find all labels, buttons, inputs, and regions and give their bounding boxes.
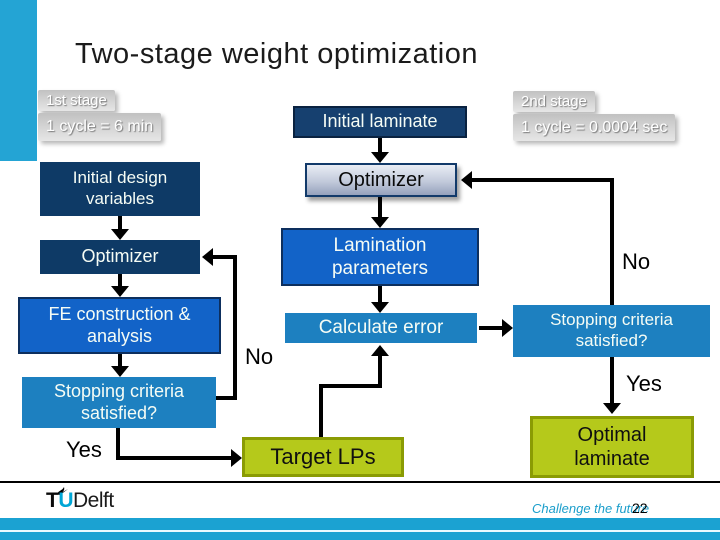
arrow-fe-stopping-head bbox=[111, 366, 129, 377]
optimizer-left-box: Optimizer bbox=[40, 240, 200, 274]
stopping-criteria-right-box: Stopping criteria satisfied? bbox=[513, 305, 710, 357]
initial-design-variables-box: Initial design variables bbox=[40, 162, 200, 216]
left-accent-bar bbox=[0, 0, 37, 161]
optimizer-center-box: Optimizer bbox=[305, 163, 457, 197]
left-no-loop-bottom-line bbox=[216, 396, 237, 400]
left-yes-horizontal-line bbox=[116, 456, 231, 460]
arrow-targetlps-error-head bbox=[371, 345, 389, 356]
tu-delft-flame-icon bbox=[57, 487, 68, 495]
arrow-optimizer-fe-line bbox=[118, 274, 122, 286]
left-no-label: No bbox=[245, 344, 274, 369]
arrow-initialdesign-optimizer-line bbox=[118, 216, 122, 229]
right-no-loop-vertical-line bbox=[610, 178, 614, 305]
page-title: Two-stage weight optimization bbox=[75, 38, 478, 70]
right-no-label: No bbox=[622, 249, 651, 274]
footer-tagline: Challenge the future bbox=[532, 501, 650, 516]
left-no-loop-vertical-line bbox=[233, 255, 237, 400]
logo-letter-t: T bbox=[46, 489, 59, 512]
left-yes-label: Yes bbox=[66, 437, 102, 462]
arrow-error-stopping-line bbox=[479, 326, 502, 330]
calculate-error-box: Calculate error bbox=[285, 313, 477, 343]
arrow-lamination-error-head bbox=[371, 302, 389, 313]
arrow-optimizer-fe-head bbox=[111, 286, 129, 297]
arrow-targetlps-error-vline2 bbox=[319, 384, 323, 437]
stopping-criteria-left-box: Stopping criteria satisfied? bbox=[22, 377, 216, 428]
stage1-cycle-label: 1 cycle = 6 min bbox=[38, 113, 162, 141]
arrow-initialdesign-optimizer-head bbox=[111, 229, 129, 240]
stage2-label: 2nd stage bbox=[513, 91, 595, 112]
logo-delft-text: Delft bbox=[73, 489, 114, 512]
arrow-lamination-error-line bbox=[378, 286, 382, 302]
tu-delft-logo: TUDelft bbox=[46, 489, 114, 513]
arrow-targetlps-error-vline bbox=[378, 356, 382, 388]
stage1-label: 1st stage bbox=[38, 90, 115, 111]
arrow-fe-stopping-line bbox=[118, 354, 122, 366]
footer-divider bbox=[0, 481, 720, 483]
right-yes-head bbox=[603, 403, 621, 414]
bottom-accent-bar bbox=[0, 518, 720, 540]
bottom-accent-bar-line bbox=[0, 530, 720, 532]
arrow-targetlps-error-hline bbox=[319, 384, 382, 388]
left-no-loop-head bbox=[202, 248, 213, 266]
target-lps-box: Target LPs bbox=[242, 437, 404, 477]
left-yes-head bbox=[231, 449, 242, 467]
logo-letter-u: U bbox=[58, 489, 73, 512]
left-no-loop-top-line bbox=[213, 255, 237, 259]
left-yes-vertical-line bbox=[116, 428, 120, 460]
arrow-error-stopping-head bbox=[502, 319, 513, 337]
page-number: 22 bbox=[632, 500, 648, 516]
lamination-parameters-box: Lamination parameters bbox=[281, 228, 479, 286]
right-yes-line bbox=[610, 357, 614, 403]
arrow-laminate-optimizer-line bbox=[378, 138, 382, 152]
fe-construction-analysis-box: FE construction & analysis bbox=[18, 297, 221, 354]
right-no-loop-horizontal-line bbox=[472, 178, 614, 182]
arrow-laminate-optimizer-head bbox=[371, 152, 389, 163]
right-no-loop-head bbox=[461, 171, 472, 189]
arrow-optimizer-lamination-line bbox=[378, 197, 382, 217]
arrow-optimizer-lamination-head bbox=[371, 217, 389, 228]
stage2-cycle-label: 1 cycle = 0.0004 sec bbox=[513, 114, 676, 141]
optimal-laminate-box: Optimal laminate bbox=[530, 416, 694, 478]
initial-laminate-box: Initial laminate bbox=[293, 106, 467, 138]
right-yes-label: Yes bbox=[626, 371, 662, 396]
